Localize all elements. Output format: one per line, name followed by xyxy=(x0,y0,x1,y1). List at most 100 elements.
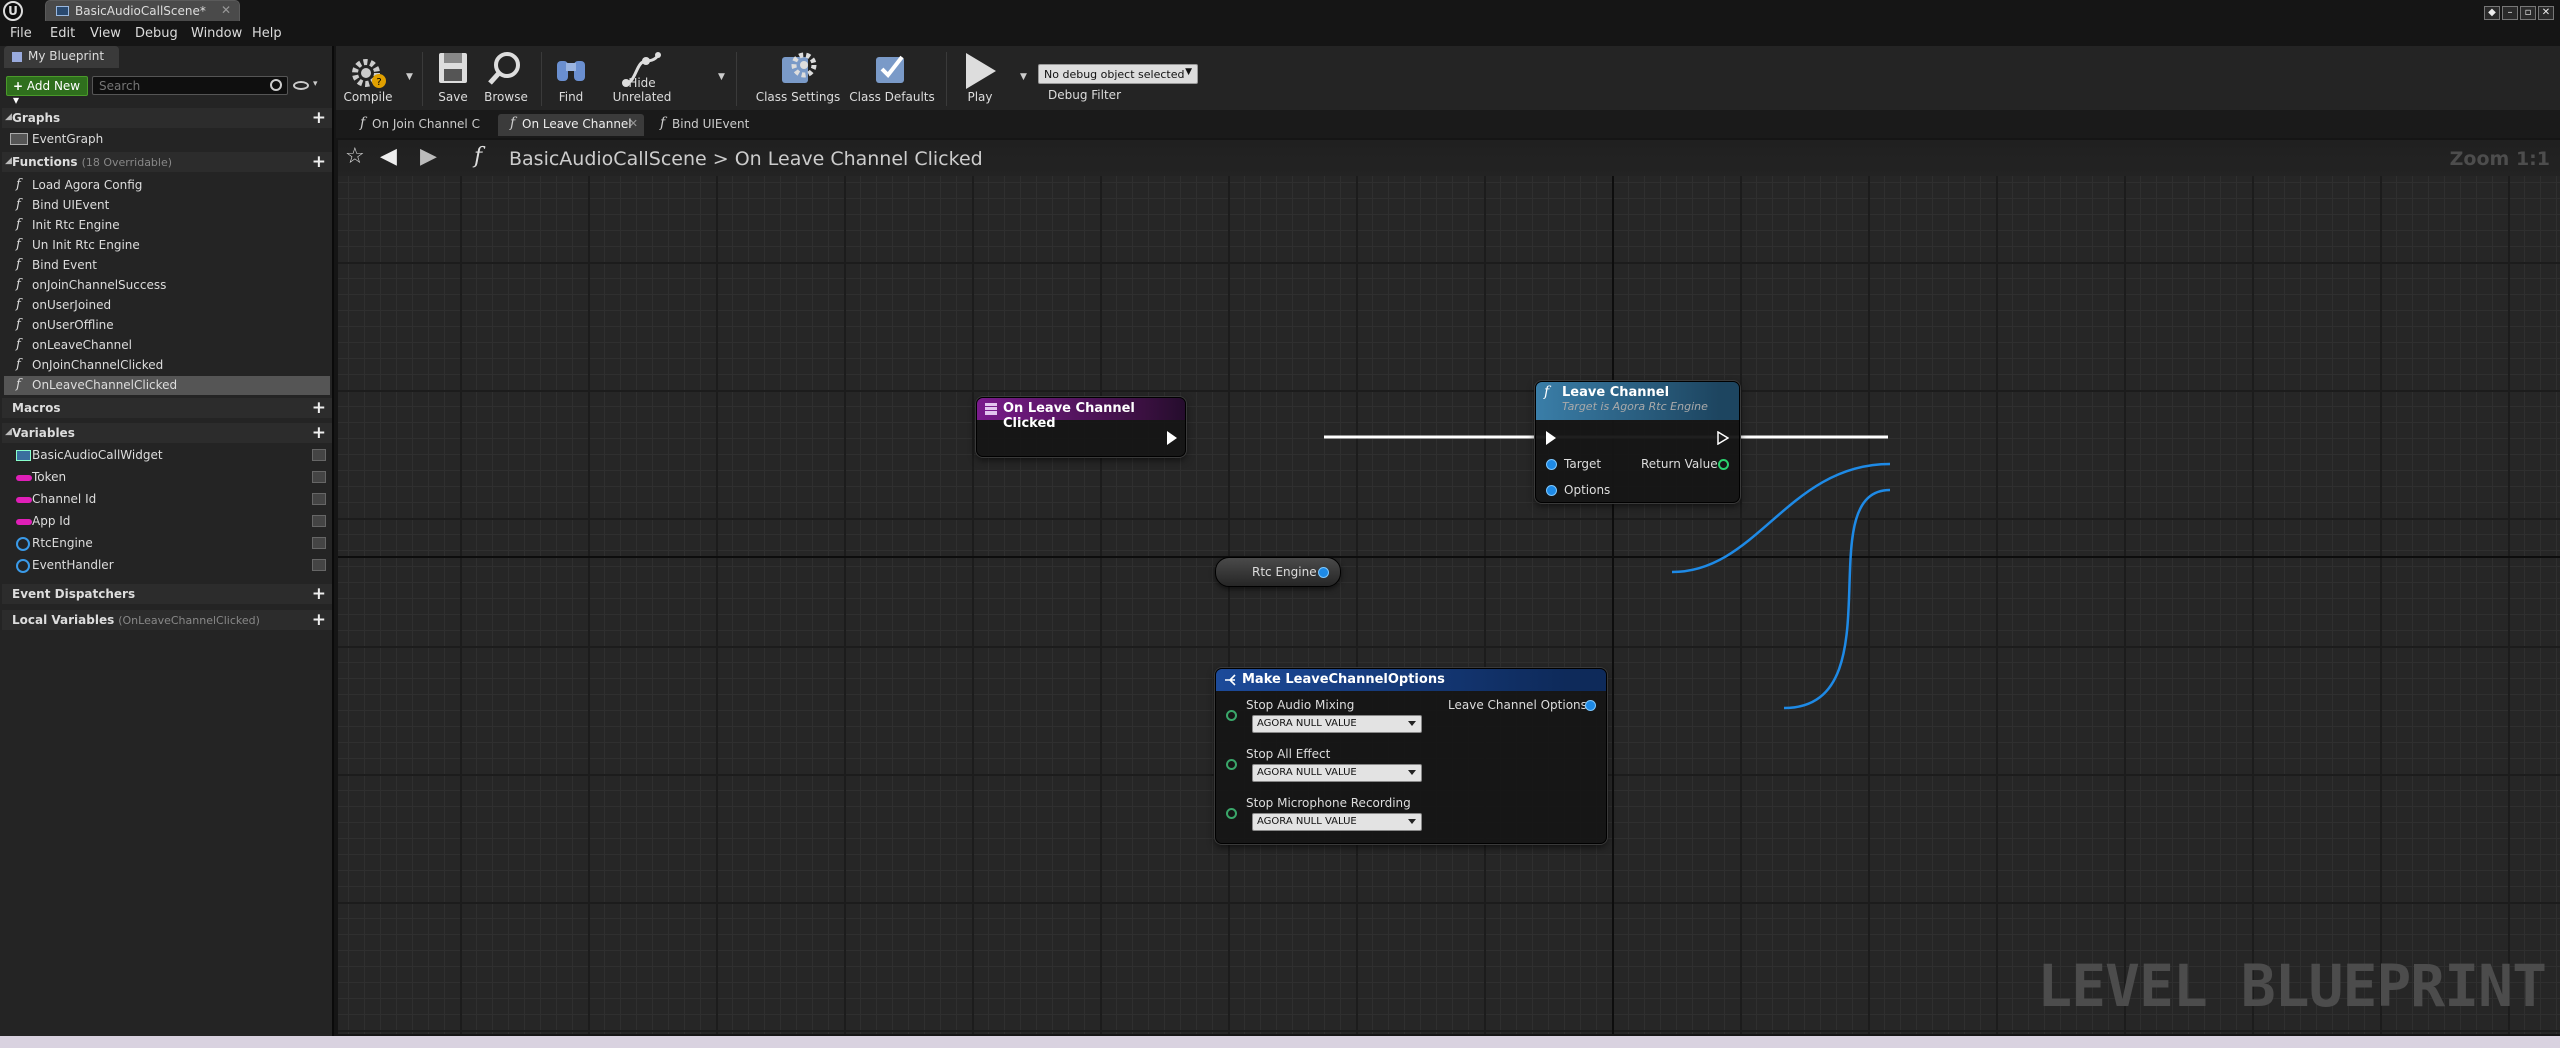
stop-audio-mixing-value: AGORA NULL VALUE xyxy=(1257,718,1357,729)
leave-exec-in-pin[interactable] xyxy=(1546,431,1556,445)
function-node-leave-channel[interactable]: f Leave Channel Target is Agora Rtc Engi… xyxy=(1535,381,1740,503)
visibility-eye-icon[interactable] xyxy=(312,493,326,505)
add-dispatcher-icon[interactable]: + xyxy=(311,584,326,604)
hide-unrelated-button[interactable]: Hide Unrelated xyxy=(598,46,686,110)
event-exec-out-pin[interactable] xyxy=(1167,431,1177,445)
breadcrumb-root[interactable]: BasicAudioCallScene xyxy=(509,148,707,170)
back-arrow-icon[interactable]: ◀ xyxy=(380,144,397,169)
graph-item-eventgraph[interactable]: EventGraph xyxy=(4,130,330,149)
blueprint-graph-canvas[interactable]: ☆ ◀ ▶ f BasicAudioCallScene > On Leave C… xyxy=(338,140,2560,1034)
add-function-icon[interactable]: + xyxy=(311,152,326,172)
event-node-on-leave-channel-clicked[interactable]: On Leave Channel Clicked xyxy=(976,397,1186,457)
class-defaults-button[interactable]: Class Defaults xyxy=(848,46,936,110)
target-pin[interactable] xyxy=(1546,459,1557,470)
leave-node-header[interactable]: f Leave Channel Target is Agora Rtc Engi… xyxy=(1536,382,1739,420)
play-icon xyxy=(966,53,996,89)
close-tab-icon[interactable]: ✕ xyxy=(628,117,638,130)
source-control-icon[interactable]: ◆ xyxy=(2484,6,2500,20)
add-graph-icon[interactable]: + xyxy=(311,108,326,128)
debug-object-select[interactable]: No debug object selected▼ xyxy=(1038,64,1198,84)
menu-file[interactable]: File xyxy=(10,26,32,41)
class-settings-button[interactable]: Class Settings xyxy=(754,46,842,110)
event-node-header[interactable]: On Leave Channel Clicked xyxy=(977,398,1185,431)
stop-all-effect-pin[interactable] xyxy=(1226,759,1237,770)
variable-getter-rtc-engine[interactable]: Rtc Engine xyxy=(1215,557,1341,587)
variable-item-app-id[interactable]: App Id xyxy=(4,512,330,531)
stop-audio-mixing-select[interactable]: AGORA NULL VALUE xyxy=(1252,715,1422,733)
view-options-chevron-icon[interactable]: ▾ xyxy=(313,79,318,89)
section-event-dispatchers[interactable]: Event Dispatchers + xyxy=(2,584,332,604)
variable-item-token[interactable]: Token xyxy=(4,468,330,487)
maximize-button[interactable]: ▫ xyxy=(2520,6,2536,20)
close-tab-icon[interactable]: ✕ xyxy=(220,3,231,17)
add-macro-icon[interactable]: + xyxy=(311,398,326,418)
hide-unrelated-chevron-icon[interactable]: ▼ xyxy=(718,72,725,82)
make-struct-node-leave-channel-options[interactable]: Make LeaveChannelOptions Leave Channel O… xyxy=(1215,668,1607,844)
options-pin[interactable] xyxy=(1546,485,1557,496)
save-button[interactable]: Save xyxy=(428,46,478,110)
leave-channel-options-pin[interactable] xyxy=(1585,700,1596,711)
browse-button[interactable]: Browse xyxy=(478,46,534,110)
section-functions[interactable]: ◢ Functions(18 Overridable) + xyxy=(2,152,332,172)
rtc-engine-output-pin[interactable] xyxy=(1318,567,1329,578)
find-button[interactable]: Find xyxy=(548,46,594,110)
section-variables[interactable]: ◢ Variables + xyxy=(2,423,332,443)
stop-audio-mixing-pin[interactable] xyxy=(1226,710,1237,721)
leave-exec-out-pin[interactable] xyxy=(1717,431,1729,445)
add-new-button[interactable]: + Add New ▾ xyxy=(6,76,88,107)
visibility-eye-icon[interactable] xyxy=(312,515,326,527)
section-functions-title: Functions xyxy=(12,155,78,169)
return-value-pin[interactable] xyxy=(1718,459,1729,470)
minimize-button[interactable]: – xyxy=(2502,6,2518,20)
visibility-eye-icon[interactable] xyxy=(312,471,326,483)
visibility-eye-icon[interactable] xyxy=(312,449,326,461)
view-options-eye-icon[interactable] xyxy=(293,81,309,90)
make-node-header[interactable]: Make LeaveChannelOptions xyxy=(1216,669,1606,691)
search-input[interactable] xyxy=(92,76,288,95)
visibility-eye-icon[interactable] xyxy=(312,559,326,571)
play-button[interactable]: Play xyxy=(956,46,1004,110)
my-blueprint-tab[interactable]: My Blueprint xyxy=(4,46,119,68)
forward-arrow-icon[interactable]: ▶ xyxy=(420,144,437,169)
play-options-chevron-icon[interactable]: ▼ xyxy=(1020,72,1027,82)
variable-item-channel-id[interactable]: Channel Id xyxy=(4,490,330,509)
menu-window[interactable]: Window xyxy=(191,26,243,41)
visibility-eye-icon[interactable] xyxy=(312,537,326,549)
compile-button[interactable]: ? Compile xyxy=(338,46,398,110)
menu-help[interactable]: Help xyxy=(252,26,282,41)
overridable-count: (18 Overridable) xyxy=(81,156,173,169)
menu-debug[interactable]: Debug xyxy=(135,26,178,41)
variable-item-basicaudiocallwidget[interactable]: BasicAudioCallWidget xyxy=(4,446,330,465)
section-local-variables[interactable]: Local Variables(OnLeaveChannelClicked) + xyxy=(2,610,332,630)
variable-item-eventhandler[interactable]: EventHandler xyxy=(4,556,330,575)
stop-microphone-recording-select[interactable]: AGORA NULL VALUE xyxy=(1252,813,1422,831)
section-graphs[interactable]: ◢ Graphs + xyxy=(2,108,332,128)
add-local-variable-icon[interactable]: + xyxy=(311,610,326,630)
stop-microphone-recording-pin[interactable] xyxy=(1226,808,1237,819)
menu-view[interactable]: View xyxy=(90,26,121,41)
variable-item-rtcengine[interactable]: RtcEngine xyxy=(4,534,330,553)
menu-edit[interactable]: Edit xyxy=(50,26,76,41)
menu-bar: File Edit View Debug Window Help xyxy=(0,22,2560,46)
star-icon[interactable]: ☆ xyxy=(345,144,365,169)
document-tab[interactable]: BasicAudioCallScene* ✕ xyxy=(45,0,240,21)
section-macros[interactable]: Macros + xyxy=(2,398,332,418)
stop-all-effect-select[interactable]: AGORA NULL VALUE xyxy=(1252,764,1422,782)
add-variable-icon[interactable]: + xyxy=(311,423,326,443)
compile-options-chevron-icon[interactable]: ▼ xyxy=(406,72,413,82)
close-window-button[interactable]: ✕ xyxy=(2538,6,2554,20)
